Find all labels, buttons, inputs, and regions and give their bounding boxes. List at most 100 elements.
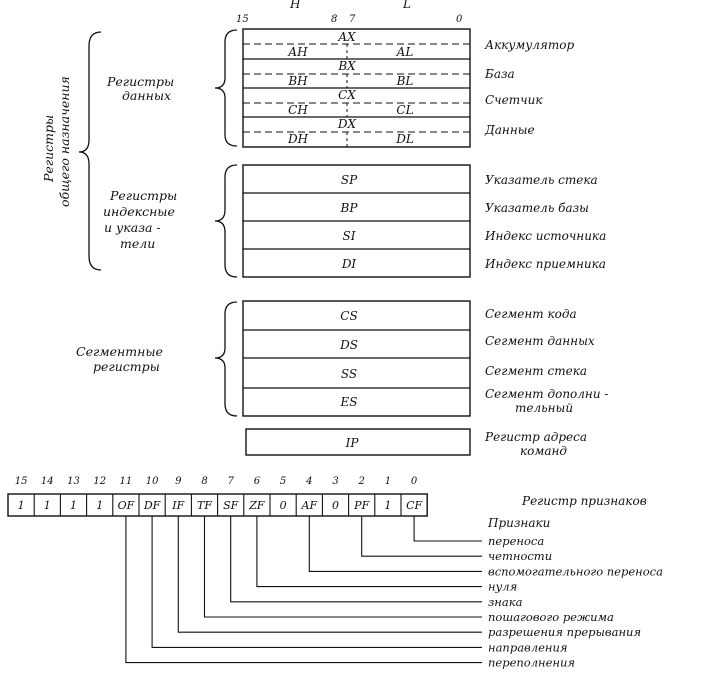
flags-heading: Признаки — [487, 516, 550, 530]
flag-cell-cf: CF — [406, 499, 422, 512]
ip-register: IP — [345, 436, 360, 450]
flag-bit-number: 0 — [411, 476, 418, 487]
flag-leader-pf — [361, 516, 482, 557]
es-description-line1: Сегмент дополни - — [485, 387, 608, 401]
index-registers-group-line3: и указа - — [104, 220, 161, 235]
al-register: AL — [396, 45, 414, 59]
di-description: Индекс приемника — [484, 257, 606, 271]
flag-bit-number: 5 — [280, 476, 286, 487]
ds-register: DS — [339, 338, 358, 352]
flag-label-df: направления — [488, 640, 567, 654]
group-braces — [78, 29, 238, 417]
bit-15-label: 15 — [236, 14, 249, 25]
si-description: Индекс источника — [484, 229, 606, 243]
flag-cell-pf: PF — [353, 499, 369, 512]
es-description-line2: тельный — [515, 401, 573, 415]
bx-register: BX — [337, 59, 356, 73]
ah-register: AH — [287, 45, 308, 59]
flag-label-tf: пошагового режима — [488, 610, 614, 624]
index-registers-block: SP BP SI DI — [242, 164, 471, 278]
general-purpose-label-line2: общего назначения — [57, 76, 72, 207]
flag-cell-zf: ZF — [248, 499, 265, 512]
flag-cell-0: 0 — [332, 499, 339, 512]
flag-bit-number: 9 — [175, 476, 182, 487]
flag-cell-af: AF — [301, 499, 318, 512]
dx-register: DX — [337, 117, 357, 131]
general-purpose-label-line1: Регистры — [41, 115, 56, 183]
bit-8-label: 8 — [331, 14, 337, 25]
flag-bit-number: 3 — [332, 476, 338, 487]
flag-label-of: переполнения — [488, 656, 575, 670]
flag-leader-df — [151, 516, 482, 648]
ax-register: AX — [337, 30, 356, 44]
dl-register: DL — [395, 132, 414, 146]
flag-cell-1: 1 — [44, 499, 51, 512]
flag-cell-1: 1 — [96, 499, 103, 512]
flag-cell-sf: SF — [223, 499, 239, 512]
bh-register: BH — [287, 74, 308, 88]
bx-description: База — [484, 67, 515, 81]
sp-description: Указатель стека — [485, 173, 598, 187]
flag-bit-number: 8 — [201, 476, 207, 487]
low-byte-label: L — [402, 0, 411, 11]
segment-registers-group-line2: регистры — [93, 359, 160, 374]
flag-label-if: разрешения прерывания — [488, 625, 641, 639]
ss-register: SS — [341, 367, 357, 381]
si-register: SI — [343, 229, 356, 243]
general-purpose-group-label: Регистры общего назначения — [41, 76, 72, 207]
ds-description: Сегмент данных — [485, 334, 595, 348]
flag-leader-zf — [256, 516, 482, 588]
dx-description: Данные — [484, 123, 535, 137]
flag-bit-number: 7 — [228, 476, 235, 487]
flag-label-cf: переноса — [488, 534, 544, 548]
index-registers-group-line4: тели — [120, 236, 155, 251]
flag-bit-number: 1 — [385, 476, 391, 487]
data-registers-block: AX AH AL BX BH BL CX CH CL DX DH DL — [242, 28, 471, 148]
flag-cell-1: 1 — [70, 499, 77, 512]
flag-cell-1: 1 — [18, 499, 25, 512]
ch-register: CH — [288, 103, 308, 117]
ip-description-line1: Регистр адреса — [484, 430, 587, 444]
segment-registers-block: CS DS SS ES — [242, 300, 471, 417]
flag-bit-number: 15 — [15, 476, 28, 487]
cl-register: CL — [396, 103, 413, 117]
ip-register-block: IP — [245, 428, 471, 456]
di-register: DI — [341, 257, 357, 271]
flags-register-title: Регистр признаков — [521, 494, 647, 508]
flag-leader-af — [308, 516, 482, 572]
dh-register: DH — [287, 132, 309, 146]
flag-bit-number: 11 — [120, 476, 133, 487]
flag-leader-cf — [413, 516, 482, 542]
cs-description: Сегмент кода — [485, 307, 577, 321]
flag-label-pf: четности — [488, 549, 552, 563]
flag-label-sf: знака — [488, 595, 523, 609]
flag-bit-number: 6 — [254, 476, 261, 487]
flag-bit-number: 2 — [358, 476, 365, 487]
data-registers-group-line1: Регистры — [106, 74, 174, 89]
flag-label-zf: нуля — [488, 580, 517, 594]
flag-cell-tf: TF — [197, 499, 212, 512]
flag-leader-if — [177, 516, 482, 633]
flag-label-af: вспомогательного переноса — [488, 564, 663, 578]
flag-leader-tf — [203, 516, 482, 618]
ip-description-line2: команд — [520, 444, 567, 458]
cx-description: Счетчик — [485, 93, 543, 107]
index-registers-group-line1: Регистры — [109, 188, 177, 203]
bit-7-label: 7 — [349, 14, 356, 25]
bit-0-label: 0 — [456, 14, 463, 25]
flag-cell-1: 1 — [384, 499, 391, 512]
flag-cell-of: OF — [118, 499, 135, 512]
flag-bit-number: 4 — [305, 476, 312, 487]
flags-leader-lines — [125, 516, 482, 664]
cs-register: CS — [340, 309, 357, 323]
es-register: ES — [340, 395, 358, 409]
data-registers-group-line2: данных — [122, 88, 171, 103]
flag-bit-number: 13 — [67, 476, 80, 487]
flag-bit-number: 12 — [93, 476, 106, 487]
bp-register: BP — [340, 201, 359, 215]
flag-cell-if: IF — [171, 499, 184, 512]
cx-register: CX — [338, 88, 356, 102]
